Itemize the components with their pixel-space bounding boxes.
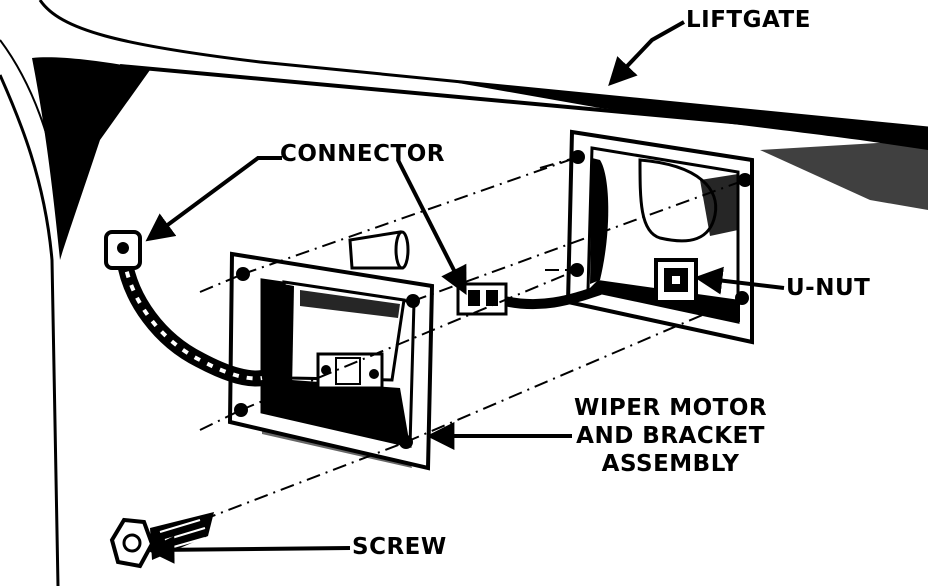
liftgate-shadow <box>430 78 928 150</box>
liftgate-label: LIFTGATE <box>686 7 811 33</box>
wiper-motor-label-line3: ASSEMBLY <box>601 451 740 477</box>
screw <box>109 512 214 569</box>
liftgate-opening <box>565 129 754 345</box>
liftgate-corner-shadow <box>32 57 150 261</box>
alignment-lines <box>149 156 746 541</box>
wiper-motor-label-line1: WIPER MOTOR <box>574 395 768 421</box>
leader-lines <box>145 20 785 564</box>
connector-label: CONNECTOR <box>280 141 445 167</box>
u-nut-label: U-NUT <box>786 275 871 301</box>
wiper-motor-label: WIPER MOTOR AND BRACKET ASSEMBLY <box>574 394 767 478</box>
liftgate-right-shadow <box>760 140 928 210</box>
screw-label: SCREW <box>352 534 447 560</box>
wiper-motor-bracket <box>227 230 435 471</box>
harness-connector <box>104 230 142 270</box>
wire-harness <box>116 256 602 387</box>
wiper-motor-label-line2: AND BRACKET <box>576 423 765 449</box>
